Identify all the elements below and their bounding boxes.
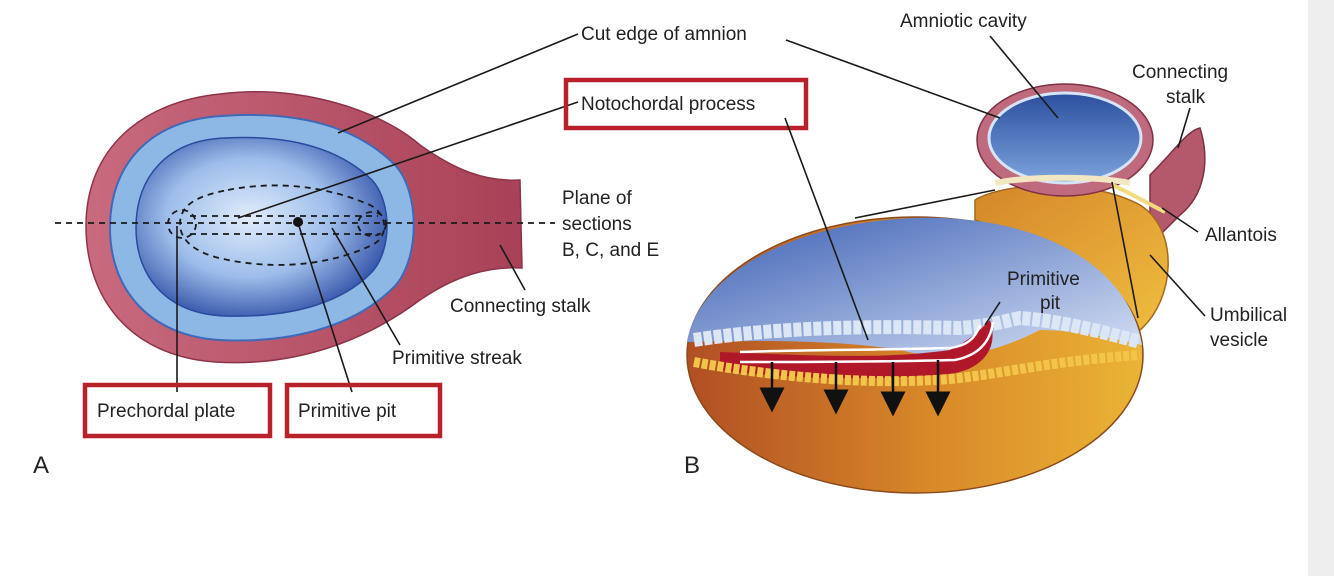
label-umbilical-vesicle-1: Umbilical: [1210, 305, 1287, 326]
label-plane-of-sections-3: B, C, and E: [562, 240, 659, 261]
panel-b-sac: [686, 83, 1206, 494]
leader-primitive-streak: [331, 227, 401, 346]
label-primitive-pit-b-2: pit: [1040, 293, 1061, 314]
leader-notochordal-b: [784, 117, 869, 341]
leader-connecting-stalk-a: [499, 244, 526, 291]
migration-arrows: [759, 360, 951, 417]
panel-label-a: A: [33, 452, 49, 479]
leader-primitive-pit-b: [984, 301, 1001, 326]
label-amniotic-cavity: Amniotic cavity: [900, 11, 1027, 32]
label-connecting-stalk-a: Connecting stalk: [450, 296, 591, 317]
leader-amniotic-cavity: [989, 35, 1059, 119]
label-primitive-pit-a: Primitive pit: [298, 401, 397, 422]
leader-section-right: [1111, 181, 1139, 319]
highlight-box-notochordal-process: [563, 77, 809, 131]
panel-label-b: B: [684, 452, 700, 479]
label-prechordal-plate: Prechordal plate: [97, 401, 235, 422]
leader-allantois: [1161, 207, 1199, 233]
leader-connecting-stalk-b: [1177, 107, 1191, 149]
label-primitive-pit-b-1: Primitive: [1007, 269, 1080, 290]
leader-section-top: [854, 189, 996, 219]
leader-notochordal-a: [237, 101, 579, 219]
leader-primitive-pit-a: [298, 225, 353, 393]
label-connecting-stalk-b-2: stalk: [1166, 87, 1206, 108]
label-plane-of-sections-1: Plane of: [562, 188, 632, 209]
leader-cut-edge-b: [785, 39, 1001, 119]
label-cut-edge-of-amnion: Cut edge of amnion: [581, 24, 747, 45]
leader-cut-edge-a: [337, 33, 579, 134]
label-primitive-streak: Primitive streak: [392, 348, 522, 369]
label-umbilical-vesicle-2: vesicle: [1210, 330, 1268, 351]
highlight-box-primitive-pit: [284, 382, 443, 439]
label-connecting-stalk-b-1: Connecting: [1132, 62, 1228, 83]
panel-a-disc: [85, 91, 523, 364]
highlight-box-prechordal-plate: [82, 382, 273, 439]
label-allantois: Allantois: [1205, 225, 1277, 246]
page-scrollbar[interactable]: [1308, 0, 1334, 576]
label-notochordal-process: Notochordal process: [581, 94, 755, 115]
label-plane-of-sections-2: sections: [562, 214, 632, 235]
leader-umbilical-vesicle: [1149, 254, 1206, 317]
